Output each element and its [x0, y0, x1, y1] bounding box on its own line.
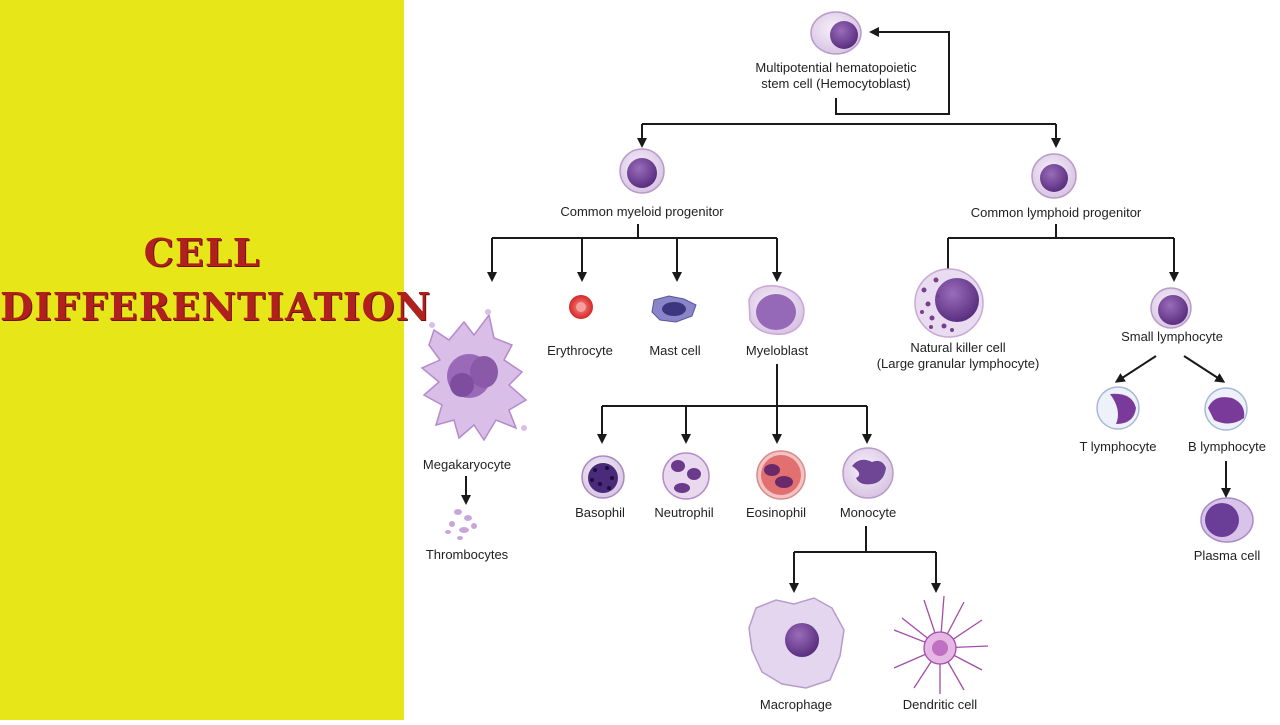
lymphoid-label: Common lymphoid progenitor: [970, 205, 1142, 220]
mast-cell-icon: [651, 295, 697, 323]
thrombocytes-label: Thrombocytes: [425, 547, 509, 562]
nk-cell-label-line2: (Large granular lymphocyte): [876, 356, 1040, 371]
t-lymphocyte-label: T lymphocyte: [1079, 439, 1157, 454]
myeloid-label: Common myeloid progenitor: [560, 204, 724, 219]
basophil-label: Basophil: [575, 505, 625, 520]
stem-cell-label-line1: Multipotential hematopoietic: [755, 60, 917, 75]
macrophage-icon: [748, 597, 845, 689]
b-lymphocyte-label: B lymphocyte: [1187, 439, 1267, 454]
myeloblast-icon: [748, 285, 805, 335]
eosinophil-label: Eosinophil: [746, 505, 806, 520]
myeloblast-label: Myeloblast: [745, 343, 809, 358]
nk-cell-label-line1: Natural killer cell: [910, 340, 1006, 355]
plasma-cell-icon: [1200, 497, 1254, 543]
thrombocytes-icon: [445, 509, 477, 540]
differentiation-diagram: Multipotential hematopoietic stem cell (…: [404, 0, 1280, 720]
neutrophil-icon: [662, 452, 710, 500]
diagram-canvas: [420, 11, 1254, 694]
monocyte-label: Monocyte: [839, 505, 897, 520]
t-lymphocyte-icon: [1096, 386, 1140, 430]
macrophage-label: Macrophage: [759, 697, 833, 712]
megakaryocyte-label: Megakaryocyte: [422, 457, 512, 472]
basophil-icon: [581, 455, 625, 499]
title-line-2: DIFFERENTIATION: [0, 284, 432, 329]
small-lymphocyte-label: Small lymphocyte: [1121, 329, 1223, 344]
plasma-cell-label: Plasma cell: [1193, 548, 1261, 563]
erythrocyte-label: Erythrocyte: [547, 343, 613, 358]
connector-lines: [461, 27, 1231, 593]
stem-cell-label: Multipotential hematopoietic stem cell (…: [736, 60, 936, 92]
eosinophil-icon: [756, 450, 806, 500]
lymphoid-progenitor-icon: [1031, 153, 1077, 199]
b-lymphocyte-icon: [1204, 387, 1248, 431]
erythrocyte-icon: [569, 295, 593, 319]
neutrophil-label: Neutrophil: [654, 505, 714, 520]
dendritic-cell-icon: [893, 595, 989, 694]
small-lymphocyte-icon: [1150, 287, 1192, 329]
side-panel: CELL DIFFERENTIATION: [0, 0, 432, 720]
dendritic-cell-label: Dendritic cell: [902, 697, 978, 712]
title-line-1: CELL: [143, 230, 261, 275]
stem-cell-icon: [810, 11, 862, 55]
natural-killer-cell-icon: [914, 268, 984, 338]
megakaryocyte-icon: [420, 309, 528, 442]
mast-cell-label: Mast cell: [649, 343, 701, 358]
nk-cell-label: Natural killer cell (Large granular lymp…: [858, 340, 1058, 372]
monocyte-icon: [842, 447, 894, 499]
stem-cell-label-line2: stem cell (Hemocytoblast): [761, 76, 911, 91]
myeloid-progenitor-icon: [619, 148, 665, 194]
